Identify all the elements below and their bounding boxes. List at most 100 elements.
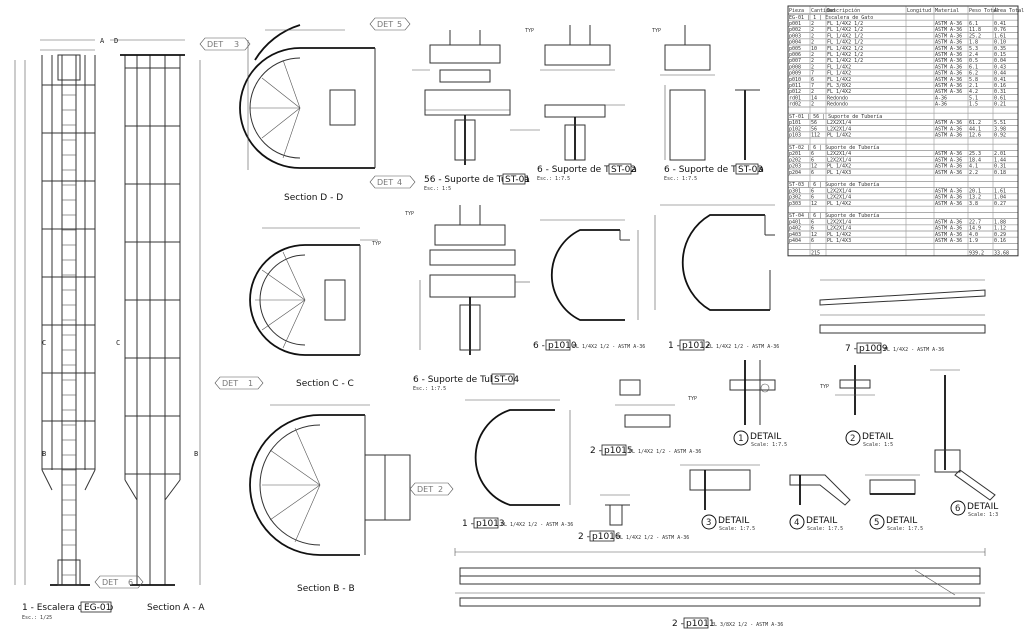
table-cell: Redondo (827, 102, 848, 108)
table-cell: 0.44 (994, 71, 1006, 77)
table-cell: 6 (811, 157, 814, 163)
table-cell: 61.2 (969, 120, 981, 126)
caption-p1011: 2 - p1011 FL 3/8X2 1/2 - ASTM A-36 (672, 617, 783, 629)
table-cell: PL 1/4X3 (827, 170, 851, 176)
table-cell: 2 (811, 21, 814, 27)
table-cell: ASTM A-36 (935, 21, 962, 27)
table-cell: FL 1/4X2 (827, 64, 851, 70)
table-cell: ASTM A-36 (935, 58, 962, 64)
svg-text:1: 1 (248, 379, 253, 388)
table-border (787, 5, 1019, 257)
detail-label: DETAIL (967, 502, 998, 512)
svg-text:p1012: p1012 (682, 341, 711, 351)
detail-label: DETAIL (862, 432, 893, 442)
table-cell: 12 (811, 164, 817, 170)
caption-p1009: 7 - p1009 FL 1/4X2 - ASTM A-36 (845, 342, 944, 354)
table-cell: 6.2 (969, 71, 978, 77)
table-cell: 0.41 (994, 21, 1006, 27)
table-cell: 0.10 (994, 40, 1006, 46)
table-cell: 13.2 (969, 195, 981, 201)
svg-text:DET: DET (377, 20, 393, 29)
table-cell: L2X2X1/4 (827, 226, 851, 232)
det-callout-6: DET 6 (94, 575, 144, 589)
table-cell: 6 (811, 188, 814, 194)
detail-number: 4 (794, 518, 799, 528)
table-cell: 2 (811, 33, 814, 39)
table-row: ST-01 | 56 | Suporte de Tubería (787, 112, 1019, 120)
table-cell: L2X2X1/4 (827, 126, 851, 132)
caption-st04: 6 - Suporte de Tubería ST-04 Esc.: 1:7.5 (413, 373, 519, 392)
table-cell: 2 (811, 40, 814, 46)
table-cell: p402 (789, 226, 801, 232)
table-cell: 1.88 (994, 219, 1006, 225)
table-cell: 215 (811, 250, 820, 256)
table-cell: p102 (789, 126, 801, 132)
table-cell: ASTM A-36 (935, 188, 962, 194)
detail-scale: Scale: 1:5 (863, 442, 893, 448)
detail-label: DETAIL (718, 516, 749, 526)
detail-scale: Scale: 1:7.5 (751, 442, 787, 448)
svg-text:6 - Suporte de Tubería: 6 - Suporte de Tubería (537, 165, 637, 175)
table-row: ST-03 | 6 | Suporte de Tubería (787, 181, 1019, 188)
svg-text:2 -: 2 - (590, 446, 602, 456)
table-cell: 939.2 (969, 250, 984, 256)
caption-p1012: 1 - p1012 FL 1/4X2 1/2 - ASTM A-36 (668, 339, 779, 351)
table-cell: 0.31 (994, 89, 1006, 95)
table-cell: 2 (811, 89, 814, 95)
detail-scale: Scale: 1:7.5 (719, 526, 755, 532)
table-cell: ASTM A-36 (935, 157, 962, 163)
svg-text:FL 1/4X2 1/2 - ASTM A-36: FL 1/4X2 1/2 - ASTM A-36 (707, 344, 779, 350)
table-cell: p002 (789, 27, 801, 33)
svg-text:2 -: 2 - (672, 619, 684, 629)
table-cell: 5.1 (969, 95, 978, 101)
det-callout-5: DET 5 (369, 17, 411, 31)
table-row (787, 243, 1019, 250)
support-st03-view (660, 25, 760, 161)
table-cell: ASTM A-36 (935, 151, 962, 157)
table-cell: L2X2X1/4 (827, 219, 851, 225)
table-cell: rd02 (789, 102, 801, 108)
svg-text:Esc.: 1/25: Esc.: 1/25 (22, 615, 52, 621)
typ-label-5: TYP (688, 396, 697, 402)
svg-text:1 -: 1 - (462, 519, 474, 529)
table-cell: 1.44 (994, 157, 1006, 163)
table-cell: p010 (789, 77, 801, 83)
caption-section-dd: Section D - D (284, 193, 343, 203)
table-cell: 2.01 (994, 151, 1006, 157)
table-cell: p204 (789, 170, 801, 176)
svg-text:FL 1/4X2 1/2 - ASTM A-36: FL 1/4X2 1/2 - ASTM A-36 (617, 535, 689, 541)
section-mark-c2: C (116, 339, 120, 347)
section-cc-view (249, 227, 378, 356)
svg-text:ST-02: ST-02 (611, 165, 636, 175)
table-cell: 1.5 (969, 102, 978, 108)
section-mark-b: B (42, 450, 46, 458)
table-cell: 1.8 (969, 40, 978, 46)
section-dd-view (239, 24, 376, 170)
table-cell: 4.0 (969, 232, 978, 238)
table-header-cell: Cantidad (811, 8, 835, 14)
ladder-front-view: A C B (14, 37, 105, 586)
typ-label-6: TYP (820, 384, 829, 390)
table-cell: 1.61 (994, 188, 1006, 194)
table-cell: ASTM A-36 (935, 40, 962, 46)
table-cell: 5.8 (969, 77, 978, 83)
table-row (787, 137, 1019, 145)
svg-text:2 -: 2 - (578, 532, 590, 542)
plate-p1009-view (819, 279, 986, 334)
table-cell: p302 (789, 195, 801, 201)
table-cell: FL 3/8X2 (827, 83, 851, 89)
svg-text:p1009: p1009 (859, 344, 888, 354)
table-cell: 3.98 (994, 126, 1006, 132)
table-cell: 7 (811, 83, 814, 89)
